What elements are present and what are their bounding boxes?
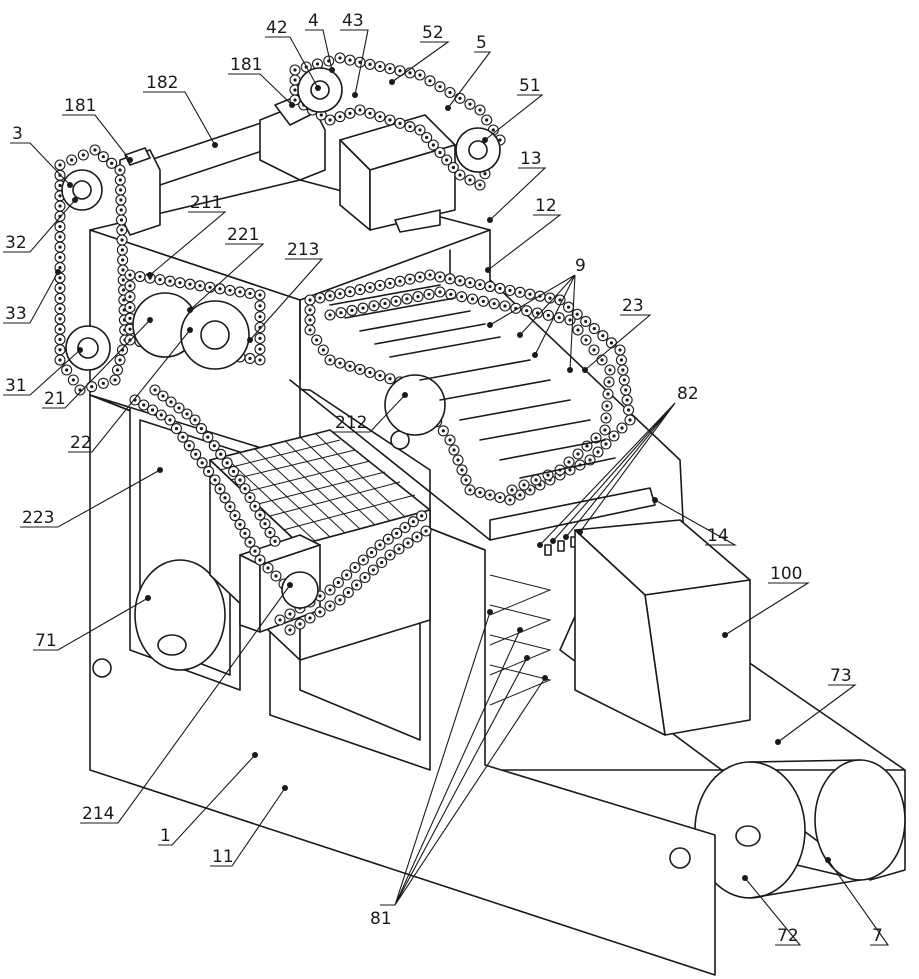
bolt-hole xyxy=(93,659,111,677)
label-72: 72 xyxy=(777,926,799,946)
box-100 xyxy=(575,520,750,735)
label-33: 33 xyxy=(5,304,27,324)
label-181-top: 181 xyxy=(230,55,262,75)
label-32: 32 xyxy=(5,233,27,253)
label-21: 21 xyxy=(44,389,66,409)
label-9: 9 xyxy=(575,256,586,276)
label-13: 13 xyxy=(520,149,542,169)
label-7: 7 xyxy=(872,926,883,946)
label-31: 31 xyxy=(5,376,27,396)
label-212: 212 xyxy=(335,413,367,433)
label-14: 14 xyxy=(707,526,729,546)
bolt-hole xyxy=(670,848,690,868)
label-211: 211 xyxy=(190,193,222,213)
label-42: 42 xyxy=(266,18,288,38)
label-221: 221 xyxy=(227,225,259,245)
label-22: 22 xyxy=(70,433,92,453)
roller-bar xyxy=(460,400,570,420)
roller-bar xyxy=(440,380,550,400)
label-181-left: 181 xyxy=(64,96,96,116)
label-182: 182 xyxy=(146,73,178,93)
label-214: 214 xyxy=(82,804,114,824)
label-82: 82 xyxy=(677,384,699,404)
label-23: 23 xyxy=(622,296,644,316)
label-51: 51 xyxy=(519,76,541,96)
label-3: 3 xyxy=(12,124,23,144)
label-213: 213 xyxy=(287,240,319,260)
label-71: 71 xyxy=(35,631,57,651)
label-11: 11 xyxy=(212,847,234,867)
label-5: 5 xyxy=(476,33,487,53)
roller-bar xyxy=(390,337,500,357)
label-1: 1 xyxy=(160,826,171,846)
roller-bar xyxy=(375,324,485,344)
label-12: 12 xyxy=(535,196,557,216)
sprocket-212 xyxy=(385,375,445,435)
sprocket-214 xyxy=(282,572,318,608)
roller-shaft xyxy=(736,826,760,846)
label-223: 223 xyxy=(22,508,54,528)
roller-bar xyxy=(360,311,470,331)
motor-box xyxy=(340,115,455,232)
label-43: 43 xyxy=(342,11,364,31)
label-73: 73 xyxy=(830,666,852,686)
label-100: 100 xyxy=(770,564,802,584)
roller-bar xyxy=(420,360,530,380)
label-52: 52 xyxy=(422,23,444,43)
roller-bar xyxy=(480,420,590,440)
label-4: 4 xyxy=(308,11,319,31)
label-81: 81 xyxy=(370,909,392,929)
